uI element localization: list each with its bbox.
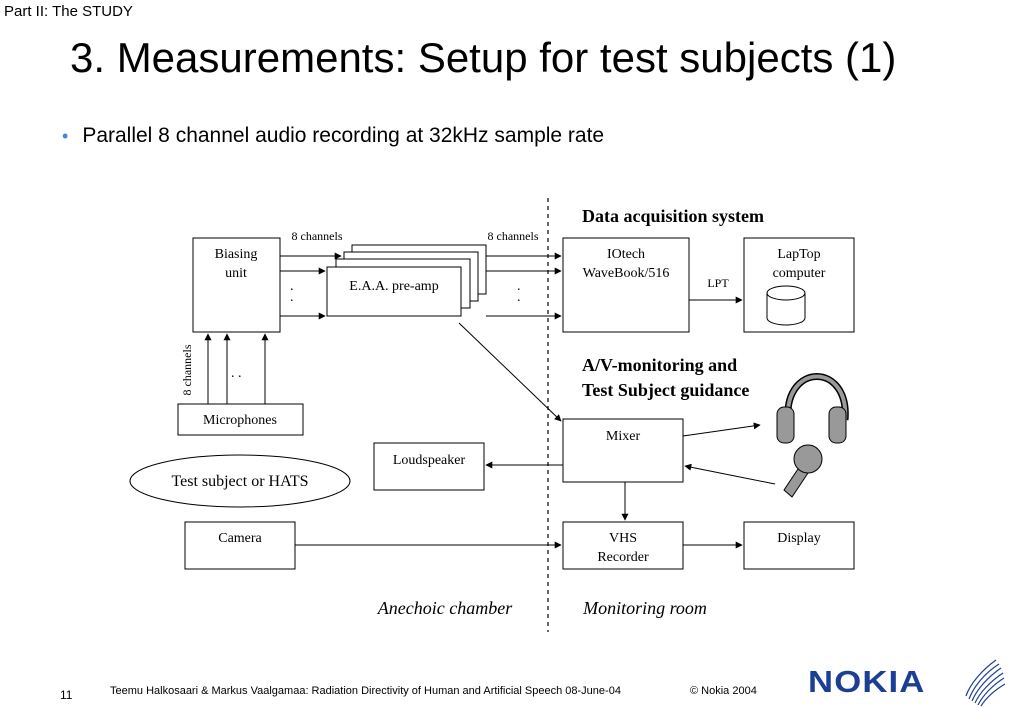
vhs-label-2: Recorder (597, 550, 649, 565)
bullet-dot-icon: • (62, 126, 69, 146)
display-block: Display (743, 521, 855, 570)
test-subject-label: Test subject or HATS (171, 473, 308, 490)
arrows-biasing-to-preamp (280, 252, 342, 320)
display-label: Display (777, 531, 821, 546)
loudspeaker-block: Loudspeaker (373, 442, 485, 491)
microphones-label: Microphones (203, 413, 277, 428)
arrow-preamp-to-mixer (458, 322, 562, 422)
channels-label-iotech: 8 channels (488, 229, 539, 243)
monitoring-room-label: Monitoring room (582, 598, 707, 618)
iotech-block: IOtech WaveBook/516 (562, 237, 690, 333)
microphone-icon (783, 444, 823, 498)
footer-copyright: © Nokia 2004 (690, 685, 757, 697)
page-number: 11 (60, 688, 73, 702)
bullet-item: • Parallel 8 channel audio recording at 3… (62, 124, 604, 148)
vhs-label-1: VHS (609, 531, 637, 546)
loudspeaker-label: Loudspeaker (393, 453, 466, 468)
channels-label-vertical: 8 channels (180, 344, 194, 395)
headphones-icon (776, 373, 849, 444)
dots-mics: . . (231, 366, 242, 381)
arrows-preamp-to-iotech (486, 252, 562, 320)
camera-block: Camera (184, 521, 296, 570)
test-subject-block: Test subject or HATS (129, 454, 351, 508)
section-label: Part II: The STUDY (4, 3, 133, 20)
mixer-label: Mixer (606, 429, 641, 444)
dots-iotech-2: . (517, 290, 521, 305)
nokia-wave-logo-icon (965, 659, 1006, 707)
footer-credit: Teemu Halkosaari & Markus Vaalgamaa: Rad… (110, 685, 621, 697)
laptop-label-2: computer (773, 266, 826, 281)
arrow-mixer-to-headphones (682, 422, 761, 437)
microphones-block: Microphones (177, 403, 304, 436)
disk-icon (766, 285, 806, 326)
laptop-label-1: LapTop (777, 247, 820, 262)
av-heading-line2: Test Subject guidance (582, 380, 749, 400)
biasing-unit-block: Biasing unit (192, 237, 281, 333)
page-title: 3. Measurements: Setup for test subjects… (70, 34, 897, 81)
dots-biasing-2: . (290, 290, 294, 305)
biasing-label-1: Biasing (215, 247, 258, 262)
camera-label: Camera (218, 531, 262, 546)
arrows-mics-to-biasing (204, 333, 269, 404)
nokia-logo-text: NOKIA (808, 664, 926, 699)
iotech-label-1: IOtech (607, 247, 645, 262)
preamp-block: E.A.A. pre-amp (326, 244, 487, 317)
bullet-text: Parallel 8 channel audio recording at 32… (82, 124, 605, 147)
laptop-block: LapTop computer (743, 237, 855, 333)
vhs-block: VHS Recorder (562, 521, 684, 570)
iotech-label-2: WaveBook/516 (583, 266, 670, 281)
preamp-label: E.A.A. pre-amp (349, 279, 438, 294)
daq-heading: Data acquisition system (582, 206, 764, 226)
anechoic-chamber-label: Anechoic chamber (377, 598, 513, 618)
channels-label-biasing: 8 channels (292, 229, 343, 243)
dots-biasing-1: . (290, 279, 294, 294)
mixer-block: Mixer (562, 418, 684, 483)
av-heading-line1: A/V-monitoring and (582, 355, 737, 375)
arrow-microphone-to-mixer (684, 463, 776, 485)
dots-iotech-1: . (517, 279, 521, 294)
lpt-label: LPT (707, 276, 729, 290)
biasing-label-2: unit (225, 266, 247, 281)
